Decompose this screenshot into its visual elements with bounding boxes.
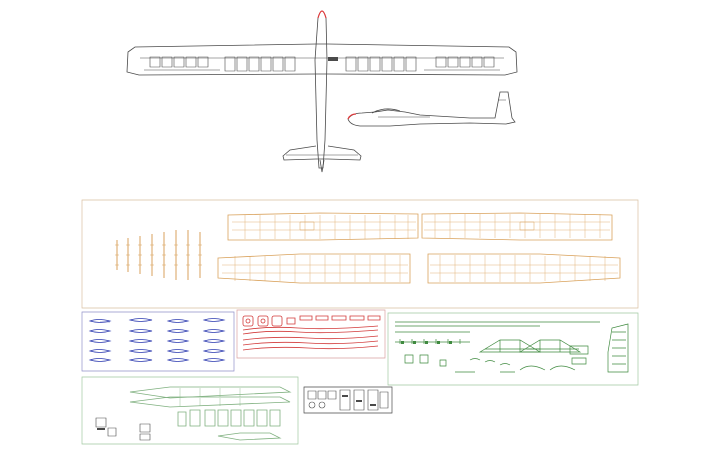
left-wing-cutouts <box>144 57 295 71</box>
wing-panel-upper-left <box>228 213 418 240</box>
wing-panel-lower-left <box>218 254 410 283</box>
sheet-border-red <box>237 310 385 358</box>
wing-joiner <box>328 57 338 61</box>
tail-ribs-flat <box>178 410 280 440</box>
rudder-top <box>320 160 324 172</box>
sheet-border-green <box>388 313 638 385</box>
blue-parts-sheet <box>82 312 234 371</box>
green-parts-sheet <box>388 313 638 385</box>
wing-panel-upper-right <box>422 213 612 240</box>
fuselage-top <box>315 11 327 168</box>
right-wing-cutouts <box>346 57 500 71</box>
fuselage-side <box>348 92 515 126</box>
main-wing <box>127 44 517 75</box>
spar-strip-ticks <box>115 245 202 265</box>
servo-cutouts <box>308 390 388 410</box>
sheet-border-servo <box>304 387 392 413</box>
servo-parts-sheet <box>304 387 392 413</box>
canopy <box>372 109 400 113</box>
fuselage-sides-flat <box>130 387 290 407</box>
sheet-border-tail <box>82 377 298 444</box>
servo-fills <box>342 395 376 406</box>
tail-parts-sheet <box>82 377 298 444</box>
wing-ribs-sheet <box>82 200 638 308</box>
wing-panel-lower-right <box>428 254 620 283</box>
sheet-border-wing <box>82 200 638 308</box>
side-view <box>348 92 515 126</box>
sheet-border-blue <box>82 312 234 371</box>
nose-cone-top <box>318 11 326 18</box>
tail-small-pieces <box>96 418 150 440</box>
nose-cone-side <box>348 114 356 119</box>
top-view <box>127 11 517 172</box>
green-solid-parts <box>401 341 452 344</box>
red-parts-sheet <box>237 310 385 358</box>
tail-solid-piece <box>97 428 105 430</box>
red-former-shapes <box>243 316 380 350</box>
horizontal-stabilizer <box>283 146 361 160</box>
green-strip-parts <box>395 322 628 372</box>
blue-rib-shapes <box>90 319 224 362</box>
